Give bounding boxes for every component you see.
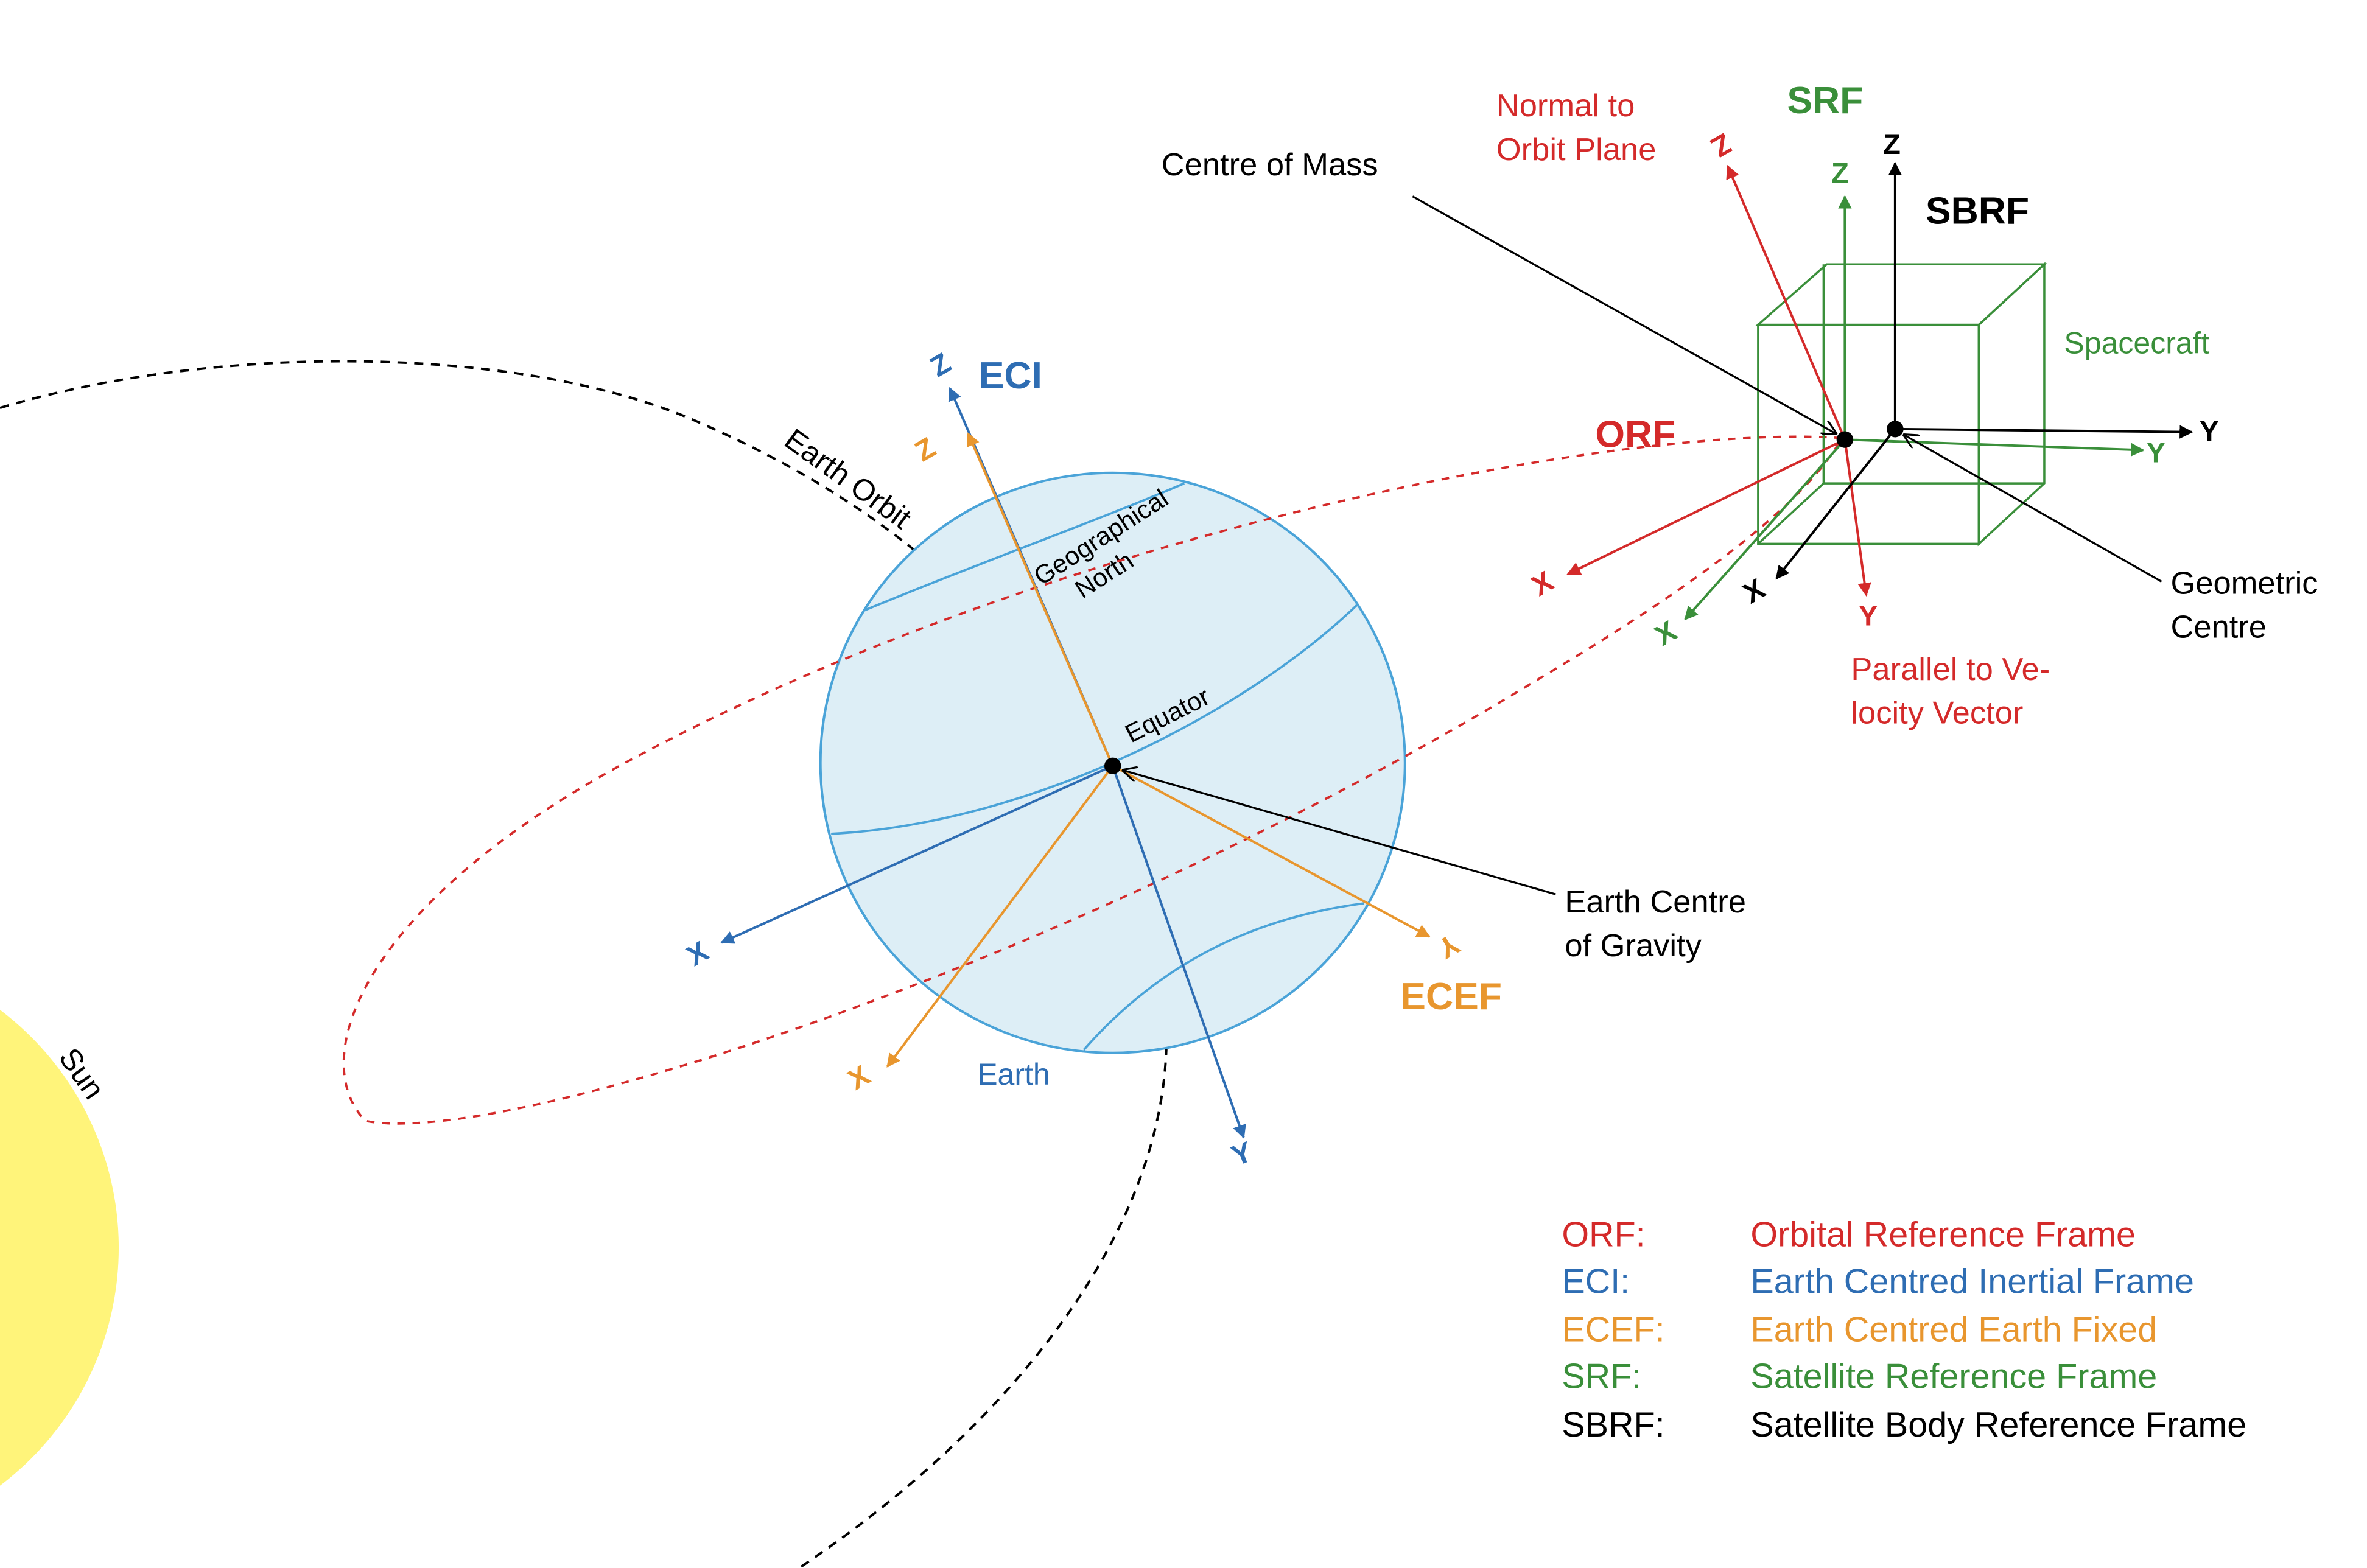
parallel-velocity-label: Parallel to Ve- locity Vector	[1851, 652, 2058, 731]
eci-frame-label: ECI	[979, 355, 1042, 397]
orf-z-label: Z	[1705, 127, 1737, 163]
eci-z-label: Z	[925, 347, 956, 383]
legend-orf-abbr: ORF:	[1562, 1216, 1645, 1255]
earth-centre-dot	[1104, 757, 1121, 774]
sun-shape	[0, 1010, 119, 1486]
sbrf-y-axis	[1895, 425, 2193, 439]
eci-y-label: Y	[1227, 1136, 1257, 1172]
sbrf-y-label: Y	[2200, 416, 2219, 448]
earth-centre-gravity-line1: Earth Centre	[1565, 884, 1746, 920]
geometric-centre-pointer	[1904, 435, 2162, 583]
legend-orf-text: Orbital Reference Frame	[1750, 1216, 2136, 1255]
ecef-z-label: Z	[910, 432, 941, 468]
centre-of-mass-label: Centre of Mass	[1162, 147, 1378, 183]
orbit-plane-ellipse	[342, 435, 1843, 1125]
legend-ecef-text: Earth Centred Earth Fixed	[1750, 1311, 2157, 1349]
orf-x-axis	[1566, 438, 1846, 575]
sbrf-x-label: X	[1738, 573, 1770, 611]
eci-x-axis	[720, 765, 1113, 944]
ecef-z-axis	[966, 432, 1114, 767]
geometric-centre-label: Geometric Centre	[2170, 565, 2327, 645]
earth-centre-gravity-line2: of Gravity	[1565, 928, 1702, 964]
legend-sbrf-text: Satellite Body Reference Frame	[1750, 1405, 2246, 1444]
legend-sbrf-abbr: SBRF:	[1562, 1405, 1664, 1444]
earth-label: Earth	[977, 1057, 1050, 1091]
spacecraft-label: Spacecraft	[2064, 326, 2209, 360]
orf-z-axis	[1726, 164, 1846, 440]
sbrf-frame-label: SBRF	[1926, 190, 2029, 232]
ecef-x-label: X	[843, 1059, 875, 1097]
geometric-centre-line1: Geometric	[2170, 565, 2318, 601]
normal-line1: Normal to	[1496, 88, 1635, 124]
geometric-centre-line2: Centre	[2170, 609, 2267, 645]
legend-srf-abbr: SRF:	[1562, 1357, 1641, 1396]
latitude-line-north	[864, 482, 1185, 612]
orf-y-axis	[1843, 439, 1871, 597]
sbrf-x-axis	[1775, 428, 1896, 580]
srf-z-label: Z	[1831, 157, 1849, 189]
earth-centre-gravity-label: Earth Centre of Gravity	[1565, 884, 1755, 964]
equator-line	[831, 603, 1359, 835]
srf-y-label: Y	[2146, 437, 2165, 469]
legend-eci-text: Earth Centred Inertial Frame	[1750, 1262, 2194, 1301]
ecef-x-axis	[886, 765, 1114, 1068]
srf-y-axis	[1845, 438, 2145, 457]
orf-x-label: X	[1526, 565, 1559, 603]
srf-x-label: X	[1649, 615, 1682, 653]
normal-line2: Orbit Plane	[1496, 132, 1657, 167]
earth-orbit-label: Earth Orbit	[779, 422, 918, 535]
centre-of-mass-pointer	[1412, 195, 1836, 434]
srf-frame-label: SRF	[1787, 80, 1863, 122]
orf-y-label: Y	[1859, 600, 1878, 632]
ecef-frame-label: ECEF	[1400, 976, 1502, 1018]
legend-eci-abbr: ECI:	[1562, 1262, 1630, 1301]
ecef-y-axis	[1112, 765, 1431, 938]
sbrf-z-label: Z	[1883, 128, 1901, 161]
parallel-line1: Parallel to Ve-	[1851, 652, 2050, 687]
parallel-line2: locity Vector	[1851, 696, 2023, 731]
earth-centre-pointer	[1123, 771, 1556, 895]
eci-x-label: X	[681, 935, 714, 973]
srf-x-axis	[1684, 438, 1846, 621]
latitude-line-south	[1082, 902, 1364, 1051]
ecef-y-label: Y	[1432, 928, 1465, 965]
spacecraft-box	[1755, 262, 2047, 547]
geometric-centre-dot	[1887, 421, 1904, 438]
legend-ecef-abbr: ECEF:	[1562, 1311, 1664, 1349]
legend: ORF: Orbital Reference Frame ECI: Earth …	[1562, 1216, 2246, 1444]
orf-frame-label: ORF	[1595, 414, 1675, 456]
eci-y-axis	[1111, 765, 1246, 1139]
normal-to-orbit-plane-label: Normal to Orbit Plane	[1496, 88, 1657, 167]
centre-of-mass-dot	[1836, 431, 1854, 448]
legend-srf-text: Satellite Reference Frame	[1750, 1357, 2157, 1396]
